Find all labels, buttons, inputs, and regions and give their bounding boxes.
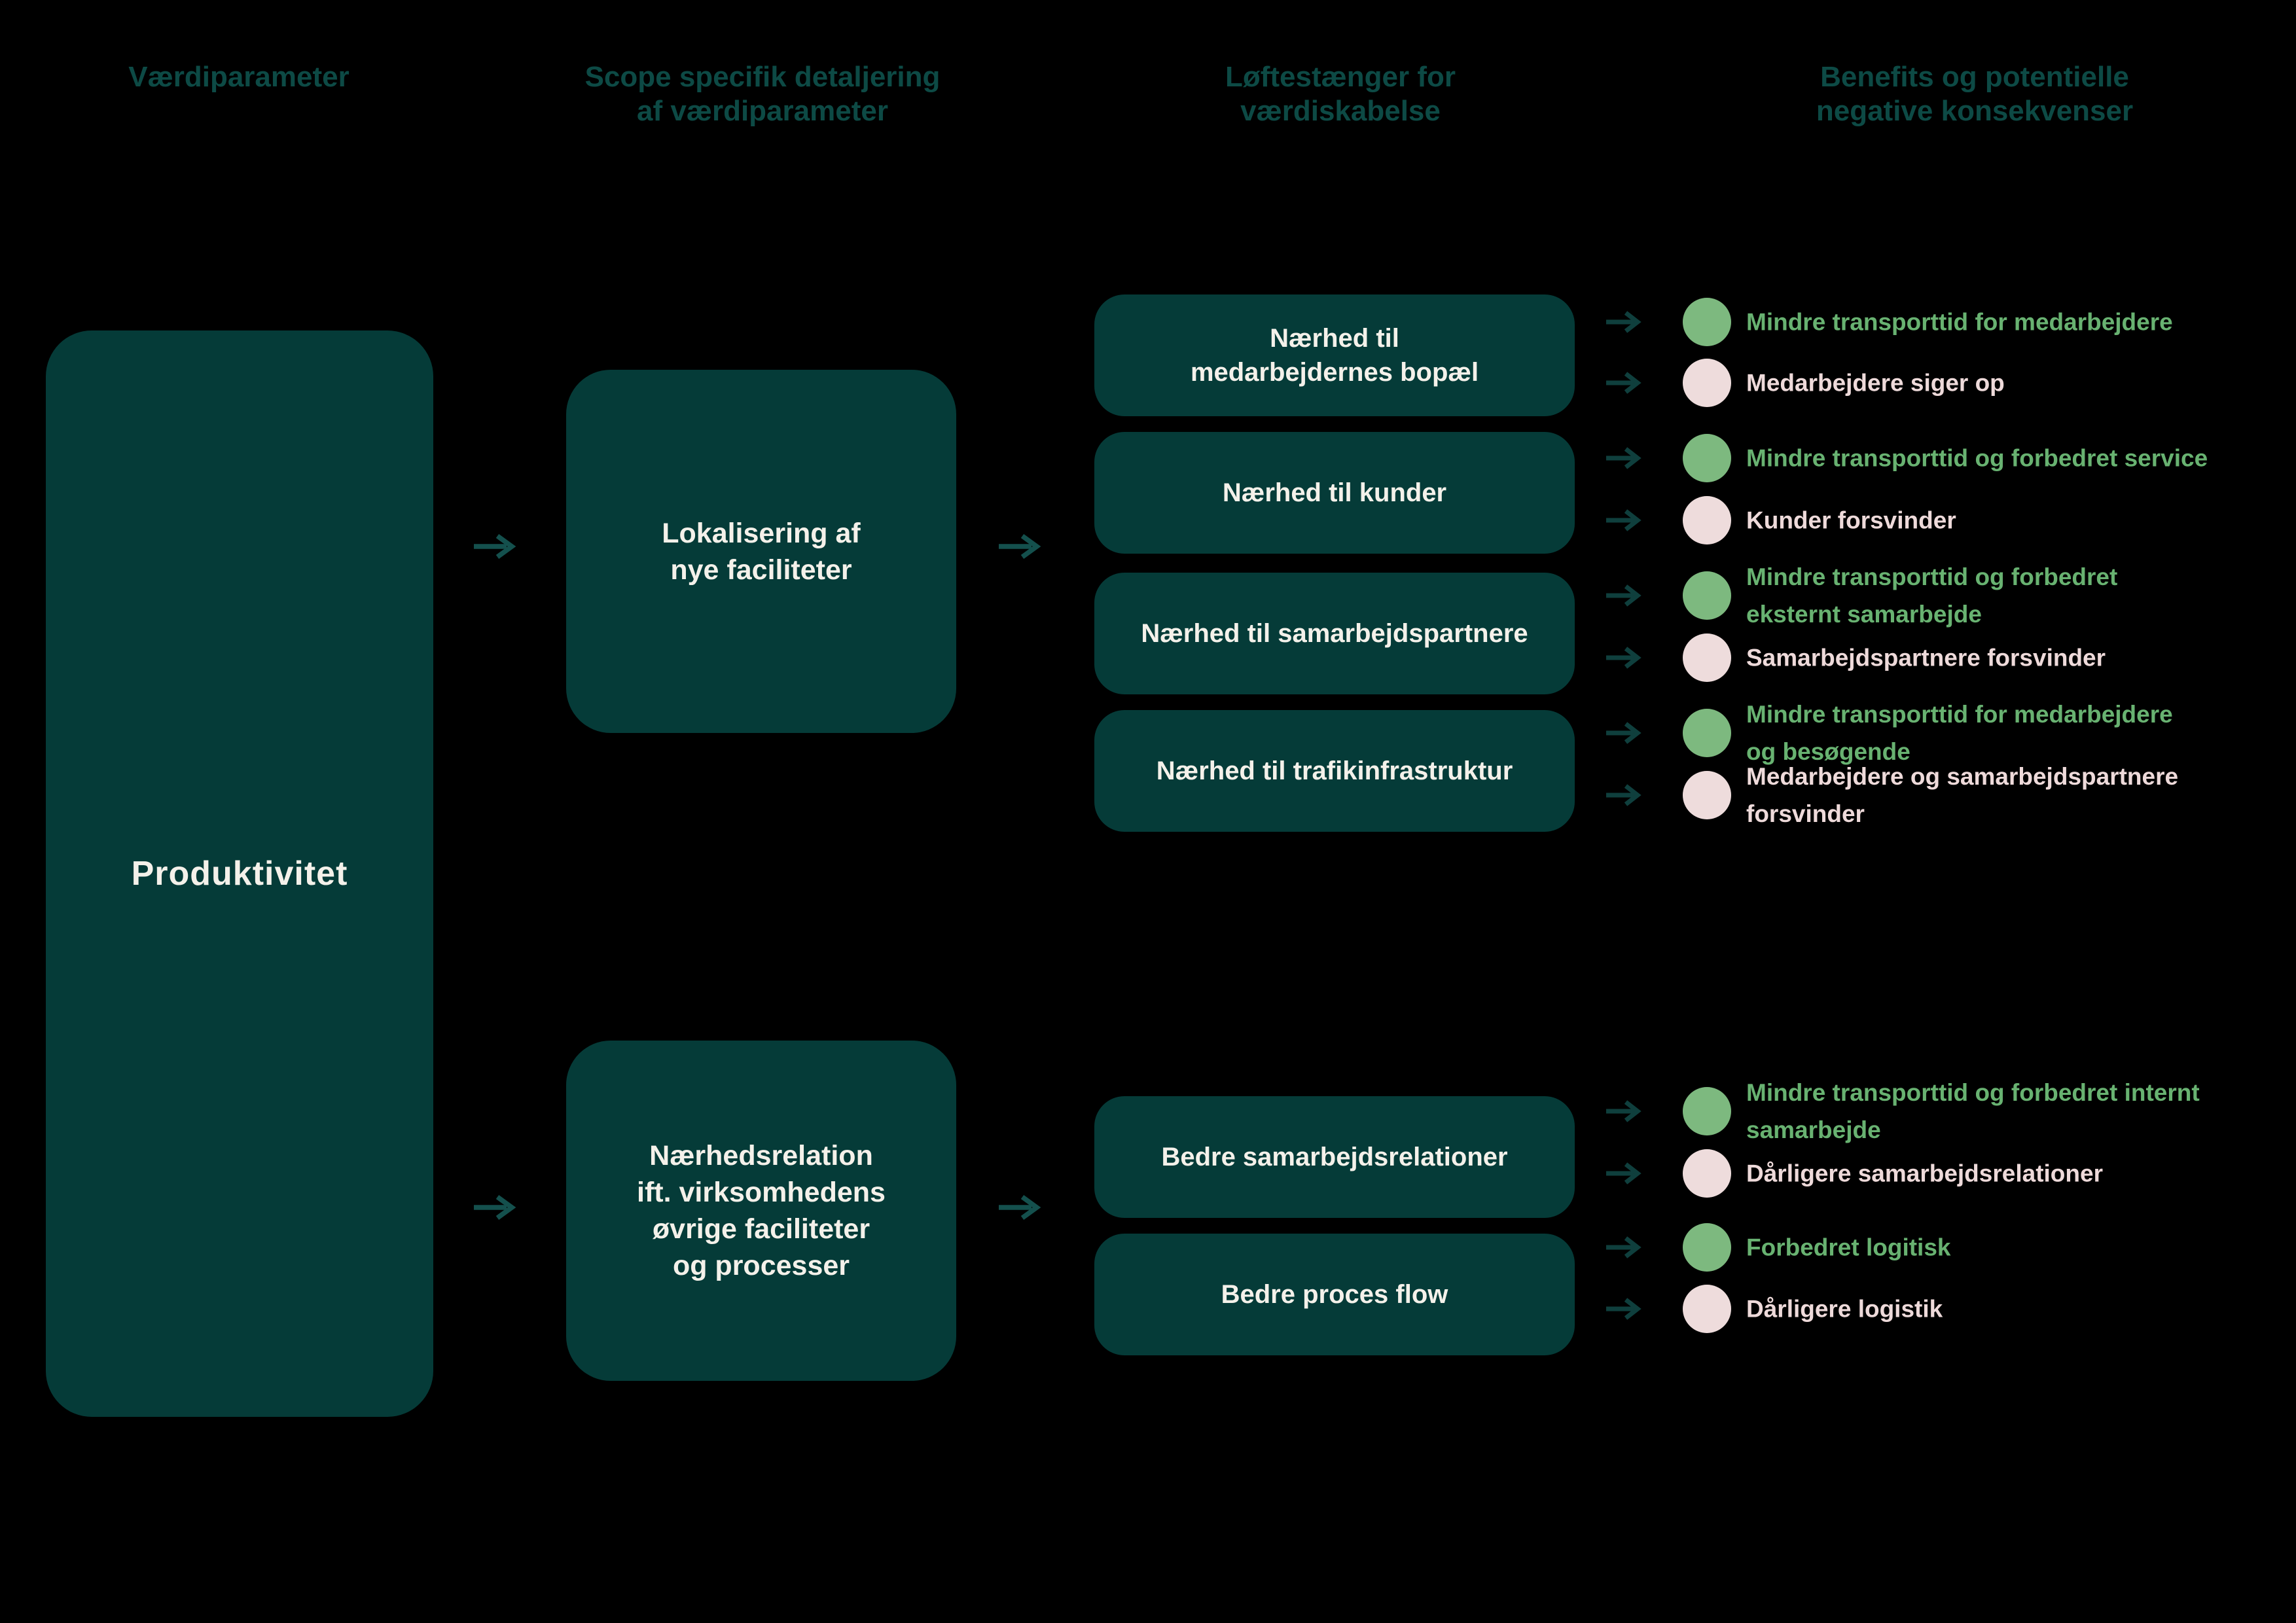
right-arrow-icon (999, 533, 1041, 560)
lever-box: Nærhed til trafikinfrastruktur (1094, 710, 1575, 832)
benefit-label-positive: Forbedret logitisk (1746, 1234, 1951, 1261)
column-header-levers: Løftestænger for værdiskabelse (1225, 61, 1456, 127)
benefit-label-positive: Mindre transporttid og forbedret internt… (1746, 1079, 2200, 1143)
benefit-dot-positive (1683, 1087, 1731, 1135)
benefit-label-positive: Mindre transporttid for medarbejdere (1746, 308, 2173, 336)
benefit-label-negative: Dårligere samarbejdsrelationer (1746, 1160, 2103, 1187)
right-arrow-icon (999, 1194, 1041, 1221)
right-arrow-icon (1606, 509, 1641, 531)
benefit-label-negative: Kunder forsvinder (1746, 507, 1956, 534)
right-arrow-icon (1606, 1298, 1641, 1320)
scope-detail-box-localization: Lokalisering af nye faciliteter (566, 370, 956, 733)
lever-label: Nærhed til trafikinfrastruktur (1156, 757, 1513, 785)
value-parameter-box: Produktivitet (46, 330, 433, 1417)
right-arrow-icon (1606, 584, 1641, 607)
column-header-scope-detail: Scope specifik detaljering af værdiparam… (584, 61, 941, 127)
column-header-value-parameter: Værdiparameter (128, 61, 350, 93)
benefit-dot-negative (1683, 633, 1731, 682)
benefit-label-negative: Dårligere logistik (1746, 1295, 1943, 1323)
lever-box: Nærhed til kunder (1094, 432, 1575, 554)
benefit-dot-positive (1683, 298, 1731, 346)
benefit-label-positive: Mindre transporttid og forbedret ekstern… (1746, 563, 2118, 628)
lever-box: Bedre samarbejdsrelationer (1094, 1096, 1575, 1218)
lever-box: Nærhed til medarbejdernes bopæl (1094, 294, 1575, 416)
benefit-dot-negative (1683, 771, 1731, 819)
value-parameter-label: Produktivitet (131, 855, 348, 893)
benefit-dot-negative (1683, 1149, 1731, 1198)
benefit-dot-positive (1683, 571, 1731, 620)
right-arrow-icon (474, 533, 516, 560)
lever-label: Bedre samarbejdsrelationer (1161, 1143, 1508, 1171)
benefit-dot-positive (1683, 1223, 1731, 1272)
scope-detail-label: Lokalisering af nye faciliteter (662, 517, 861, 586)
right-arrow-icon (1606, 647, 1641, 669)
right-arrow-icon (1606, 372, 1641, 394)
benefit-label-positive: Mindre transporttid og forbedret service (1746, 444, 2208, 472)
lever-label: Nærhed til kunder (1222, 478, 1447, 507)
right-arrow-icon (1606, 1162, 1641, 1185)
benefit-dot-positive (1683, 709, 1731, 757)
scope-detail-box-proximity-relation: Nærhedsrelation ift. virksomhedens øvrig… (566, 1041, 956, 1381)
benefit-dot-negative (1683, 359, 1731, 407)
benefit-dot-positive (1683, 434, 1731, 482)
lever-box: Bedre proces flow (1094, 1234, 1575, 1355)
benefit-dot-negative (1683, 496, 1731, 544)
lever-label: Nærhed til medarbejdernes bopæl (1190, 324, 1479, 387)
lever-label: Bedre proces flow (1221, 1280, 1448, 1309)
lever-label: Nærhed til samarbejdspartnere (1141, 619, 1528, 648)
right-arrow-icon (1606, 722, 1641, 744)
benefit-label-negative: Medarbejdere og samarbejdspartnere forsv… (1746, 763, 2179, 827)
benefit-label-negative: Medarbejdere siger op (1746, 369, 2005, 397)
benefit-label-positive: Mindre transporttid for medarbejdere og … (1746, 701, 2173, 765)
right-arrow-icon (474, 1194, 516, 1221)
benefit-label-negative: Samarbejdspartnere forsvinder (1746, 644, 2106, 671)
right-arrow-icon (1606, 447, 1641, 469)
lever-box: Nærhed til samarbejdspartnere (1094, 573, 1575, 694)
column-header-benefits: Benefits og potentielle negative konsekv… (1816, 61, 2134, 127)
right-arrow-icon (1606, 784, 1641, 806)
right-arrow-icon (1606, 311, 1641, 333)
scope-detail-label: Nærhedsrelation ift. virksomhedens øvrig… (637, 1140, 886, 1281)
right-arrow-icon (1606, 1236, 1641, 1258)
right-arrow-icon (1606, 1100, 1641, 1122)
benefit-dot-negative (1683, 1285, 1731, 1333)
